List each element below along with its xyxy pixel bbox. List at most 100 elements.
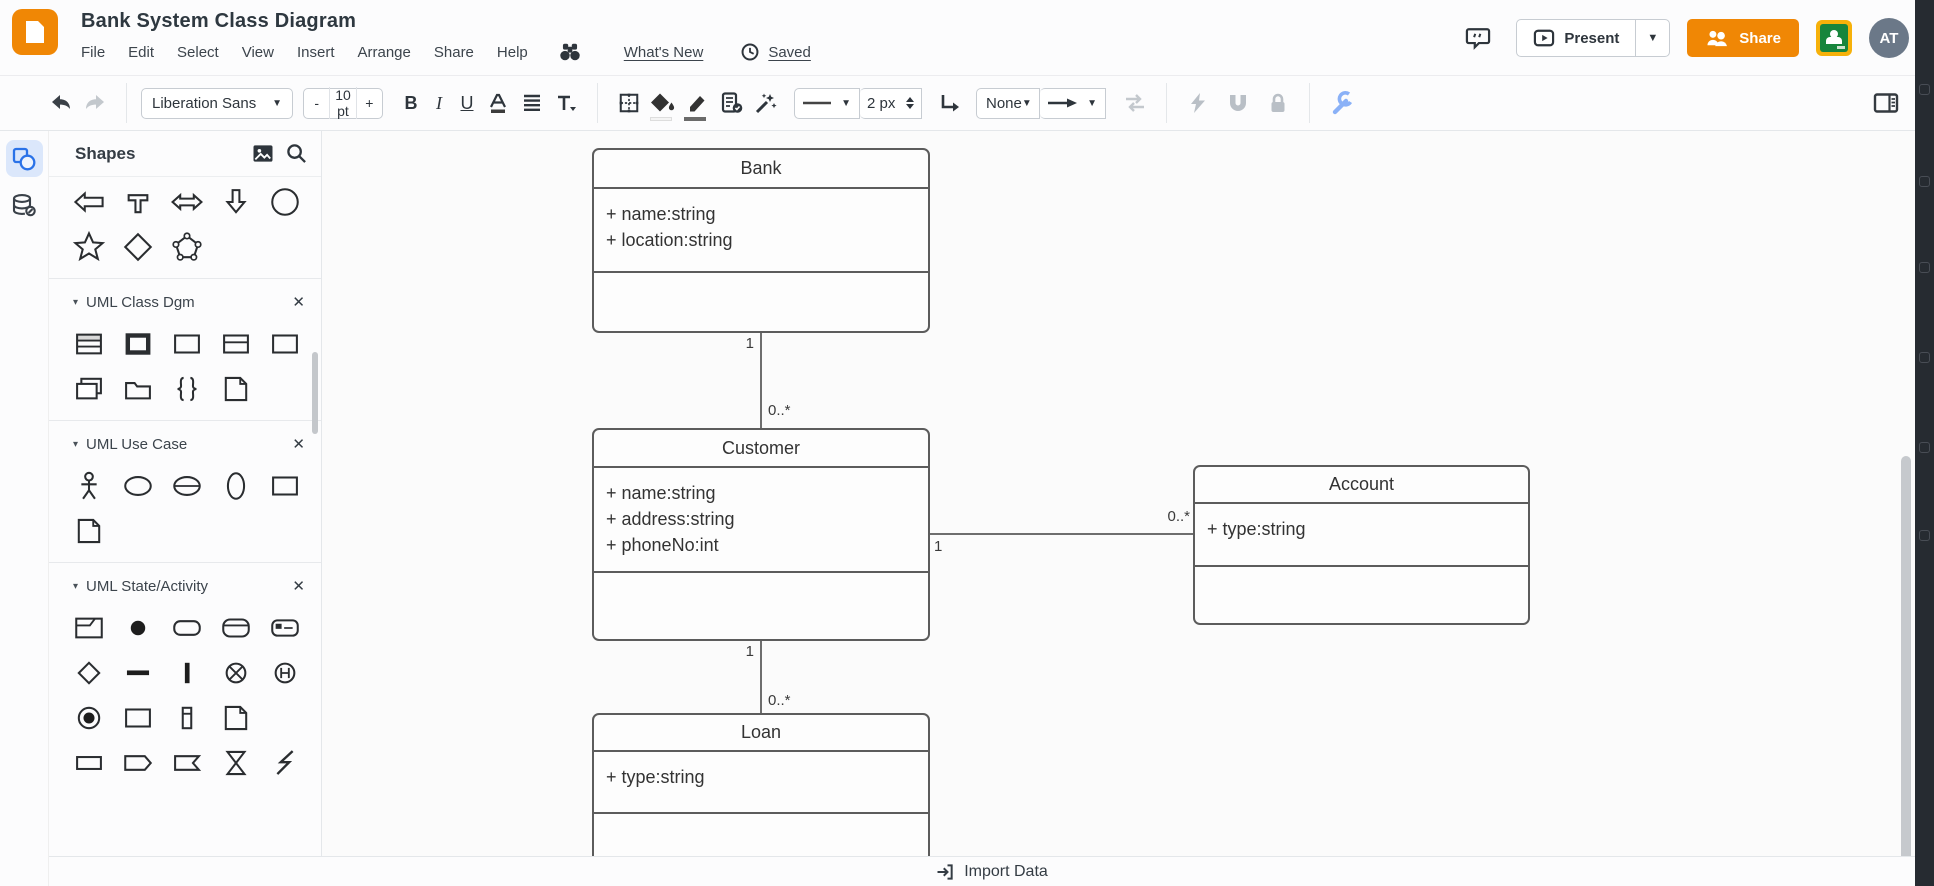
chevron-down-icon[interactable]: ▾ bbox=[73, 438, 79, 450]
font-size-minus[interactable]: - bbox=[314, 95, 319, 111]
shape-final-state[interactable] bbox=[72, 701, 106, 735]
shape-rect[interactable] bbox=[170, 327, 204, 361]
shape-hbar[interactable] bbox=[121, 656, 155, 690]
app-logo-icon[interactable] bbox=[12, 9, 58, 55]
connector-icon[interactable] bbox=[934, 88, 964, 118]
shape-rect-2row[interactable] bbox=[219, 327, 253, 361]
edge-strip-icon[interactable] bbox=[1919, 442, 1930, 453]
shape-blank[interactable] bbox=[268, 701, 302, 735]
edge-customer-account[interactable] bbox=[930, 533, 1193, 535]
shape-fork-small[interactable] bbox=[170, 701, 204, 735]
bold-button[interactable]: B bbox=[404, 92, 418, 113]
edge-strip-icon[interactable] bbox=[1919, 84, 1930, 95]
shape-rect-flat[interactable] bbox=[72, 746, 106, 780]
edge-customer-loan[interactable] bbox=[760, 641, 762, 713]
shape-ellipse-divided[interactable] bbox=[170, 469, 204, 503]
menu-edit[interactable]: Edit bbox=[128, 43, 155, 61]
copy-style-icon[interactable] bbox=[716, 88, 746, 118]
edge-strip-icon[interactable] bbox=[1919, 352, 1930, 363]
edge-strip-icon[interactable] bbox=[1919, 176, 1930, 187]
menu-file[interactable]: File bbox=[81, 43, 106, 61]
shape-initial-dot[interactable] bbox=[121, 611, 155, 645]
shape-vbar[interactable] bbox=[170, 656, 204, 690]
shape-braces[interactable] bbox=[170, 372, 204, 406]
chevron-down-icon[interactable]: ▾ bbox=[73, 580, 79, 592]
close-icon[interactable]: ✕ bbox=[292, 578, 305, 595]
avatar[interactable]: AT bbox=[1869, 18, 1909, 58]
shape-pentagon-nodes[interactable] bbox=[170, 230, 204, 264]
shape-note[interactable] bbox=[219, 701, 253, 735]
shape-rect-plain[interactable] bbox=[268, 327, 302, 361]
font-color-button[interactable] bbox=[483, 88, 513, 118]
shape-hourglass[interactable] bbox=[219, 746, 253, 780]
share-button[interactable]: Share bbox=[1687, 19, 1799, 57]
shape-class-3row[interactable] bbox=[72, 327, 106, 361]
comment-icon[interactable] bbox=[1463, 23, 1493, 53]
canvas-scrollbar[interactable] bbox=[1901, 456, 1911, 886]
close-icon[interactable]: ✕ bbox=[292, 294, 305, 311]
document-title[interactable]: Bank System Class Diagram bbox=[81, 10, 357, 32]
binoculars-icon[interactable] bbox=[557, 41, 583, 63]
present-dropdown-button[interactable]: ▼ bbox=[1635, 20, 1669, 56]
chevron-down-icon[interactable]: ▾ bbox=[73, 296, 79, 308]
shape-diamond[interactable] bbox=[121, 230, 155, 264]
shape-actor[interactable] bbox=[72, 469, 106, 503]
text-options-icon[interactable] bbox=[551, 88, 581, 118]
shape-arrow-down[interactable] bbox=[219, 185, 253, 219]
arrow-end-dropdown[interactable]: ▼ bbox=[1040, 87, 1106, 119]
shape-arrow-tee[interactable] bbox=[121, 185, 155, 219]
data-link-icon[interactable] bbox=[6, 186, 43, 223]
format-panel-icon[interactable] bbox=[1871, 88, 1901, 118]
italic-button[interactable]: I bbox=[436, 92, 442, 113]
lightning-icon[interactable] bbox=[1183, 88, 1213, 118]
shape-folder[interactable] bbox=[121, 372, 155, 406]
classroom-icon[interactable] bbox=[1816, 20, 1852, 56]
align-icon[interactable] bbox=[517, 88, 547, 118]
magic-wand-icon[interactable] bbox=[750, 88, 780, 118]
edge-bank-customer[interactable] bbox=[760, 333, 762, 428]
fill-color-icon[interactable] bbox=[648, 88, 678, 121]
stroke-width-stepper[interactable]: 2 px bbox=[860, 87, 922, 119]
table-icon[interactable] bbox=[614, 88, 644, 118]
edge-strip-icon[interactable] bbox=[1919, 530, 1930, 541]
underline-button[interactable]: U bbox=[460, 92, 474, 113]
image-icon[interactable] bbox=[252, 144, 274, 163]
magnet-icon[interactable] bbox=[1223, 88, 1253, 118]
shape-frame[interactable] bbox=[72, 611, 106, 645]
uml-class-bank[interactable]: Bank+ name:string+ location:string bbox=[592, 148, 930, 333]
shape-rect-bold[interactable] bbox=[121, 327, 155, 361]
shape-note[interactable] bbox=[219, 372, 253, 406]
menu-help[interactable]: Help bbox=[496, 43, 528, 61]
sidebar-scrollbar[interactable] bbox=[312, 352, 318, 434]
shape-circle-h[interactable] bbox=[268, 656, 302, 690]
shapes-tab-icon[interactable] bbox=[5, 140, 43, 177]
shape-ellipse-tall[interactable] bbox=[219, 469, 253, 503]
edge-strip-icon[interactable] bbox=[1919, 262, 1930, 273]
uml-class-loan[interactable]: Loan+ type:string bbox=[592, 713, 930, 872]
font-size-plus[interactable]: + bbox=[365, 95, 374, 111]
uml-class-account[interactable]: Account+ type:string bbox=[1193, 465, 1530, 625]
shape-decision[interactable] bbox=[72, 656, 106, 690]
shape-signal-receive[interactable] bbox=[170, 746, 204, 780]
shape-rounded-divided[interactable] bbox=[219, 611, 253, 645]
shape-ellipse[interactable] bbox=[121, 469, 155, 503]
browser-side-strip[interactable] bbox=[1915, 0, 1934, 886]
shape-circle[interactable] bbox=[268, 185, 302, 219]
menu-share[interactable]: Share bbox=[433, 43, 474, 61]
present-button[interactable]: Present bbox=[1517, 20, 1635, 56]
line-style-dropdown[interactable]: ▼ bbox=[794, 87, 860, 119]
swap-icon[interactable] bbox=[1120, 88, 1150, 118]
saved-status[interactable]: Saved bbox=[768, 43, 811, 61]
search-icon[interactable] bbox=[286, 143, 307, 164]
shape-zigzag[interactable] bbox=[268, 746, 302, 780]
shape-copies[interactable] bbox=[72, 372, 106, 406]
stroke-color-icon[interactable] bbox=[682, 88, 712, 121]
shape-arrow-leftright[interactable] bbox=[170, 185, 204, 219]
shape-arrow-left[interactable] bbox=[72, 185, 106, 219]
shape-note[interactable] bbox=[72, 514, 106, 548]
close-icon[interactable]: ✕ bbox=[292, 436, 305, 453]
waypoints-dropdown[interactable]: None▼ bbox=[976, 87, 1040, 119]
menu-insert[interactable]: Insert bbox=[296, 43, 335, 61]
font-family-dropdown[interactable]: Liberation Sans▼ bbox=[141, 87, 293, 119]
